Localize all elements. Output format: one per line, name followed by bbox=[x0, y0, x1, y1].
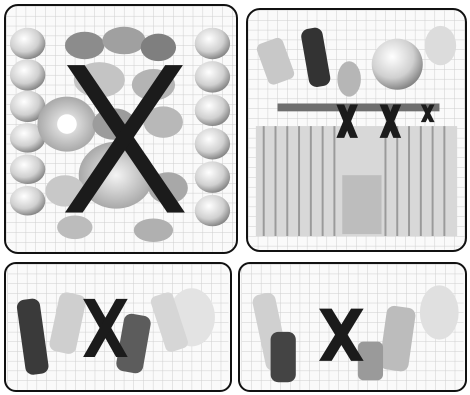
plates-row bbox=[255, 126, 458, 237]
rack-drawing bbox=[6, 6, 236, 252]
rack-illustration-basket-side bbox=[238, 262, 467, 392]
cups-group bbox=[16, 288, 215, 375]
prohibited-x-mark bbox=[336, 104, 435, 138]
cutlery-bar bbox=[277, 103, 440, 112]
dishes-group bbox=[252, 285, 459, 383]
rack-drawing bbox=[248, 10, 465, 250]
rack-illustration-cups-side bbox=[4, 262, 232, 392]
rack-illustration-lower bbox=[4, 4, 238, 254]
rack-illustration-upper bbox=[246, 8, 467, 252]
prohibited-x-mark bbox=[83, 298, 128, 358]
rack-drawing bbox=[7, 264, 229, 390]
cups-row bbox=[256, 25, 457, 97]
prohibited-x-mark bbox=[64, 65, 185, 213]
bowl-column-right bbox=[194, 27, 231, 227]
rack-drawing bbox=[241, 264, 464, 390]
prohibited-x-mark bbox=[319, 308, 364, 361]
bowl-column-left bbox=[9, 27, 46, 216]
